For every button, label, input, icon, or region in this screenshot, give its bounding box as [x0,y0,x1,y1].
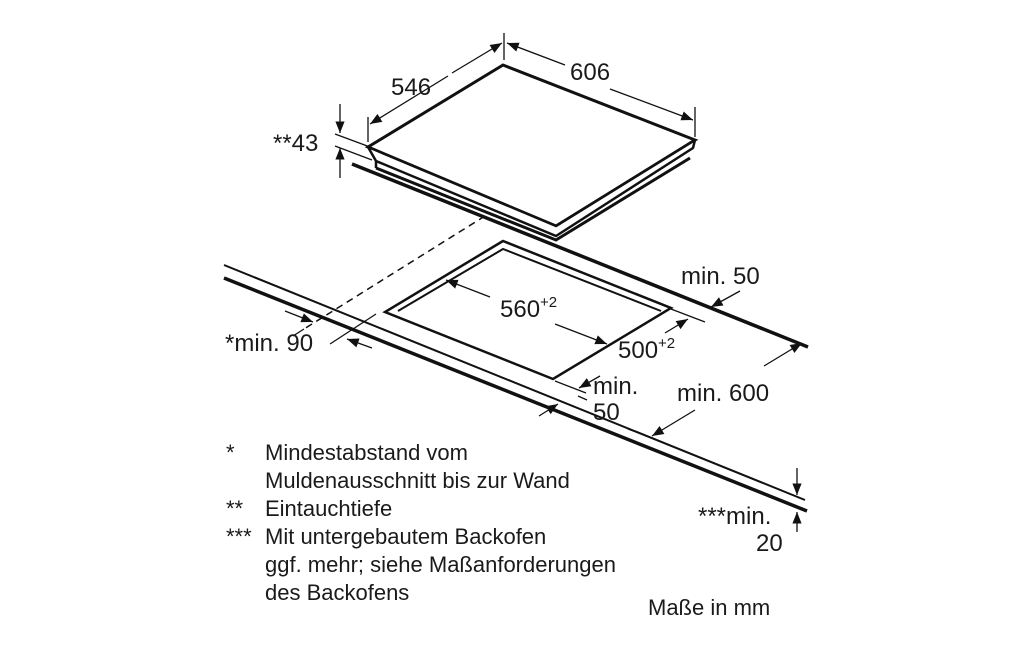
label-rear-clearance: min. 50 [681,263,760,290]
extension-line [334,133,371,148]
label-hob-depth: 546 [391,74,431,101]
worktop-front-bottom-edge [223,276,808,513]
dim-560-arrow-left [445,279,491,298]
label-worktop-thickness-1: ***min. [698,503,771,530]
footnote-marker: *** [226,524,252,549]
dim-500-arrow-back [664,318,689,334]
label-cutout-width: 560+2 [500,294,557,323]
worktop [223,162,809,513]
dim-600-arrow-front [651,409,696,437]
hob [364,63,699,242]
label-insertion-depth: **43 [273,130,318,157]
footnote-text: Muldenausschnitt bis zur Wand [265,468,570,493]
units-note: Maße in mm [648,595,770,620]
dim-606-arrow-left [506,42,566,66]
wall-reference-dashed-line [303,215,486,330]
wall-distance-arrow-right [346,338,373,349]
front-clearance-arrow [538,403,559,417]
label-hob-width: 606 [570,59,610,86]
label-cutout-depth: 500+2 [618,335,675,364]
rear-clearance-arrow [710,290,741,308]
label-worktop-depth: min. 600 [677,380,769,407]
dim-546-arrow-front [369,75,449,125]
cutout [382,239,674,381]
footnote-text: des Backofens [265,580,409,605]
footnote-text: ggf. mehr; siehe Maßanforderungen [265,552,616,577]
label-wall-distance: *min. 90 [225,330,313,357]
wall-distance-arrow-left [284,310,314,323]
cutout-outer-edge [382,239,674,381]
cutout-width-tolerance: +2 [540,294,557,311]
dim-560-arrow-right [554,323,608,345]
footnote-text: Mindestabstand vom [265,440,468,465]
worktop-rear-edge [351,162,809,349]
label-front-clearance-2: 50 [593,399,620,426]
cutout-inner-edge [397,247,662,312]
footnote-marker: ** [226,496,244,521]
extension-line [627,428,656,440]
dimension-lines [284,33,803,532]
dimension-labels: 546 606 **43 560+2 500+2 min. 50 *min. 9… [225,59,783,557]
worktop-front-top-edge [223,264,806,501]
dim-600-arrow-back [763,342,803,367]
label-front-clearance-1: min. [593,373,638,400]
dim-546-arrow-back [451,42,503,74]
cutout-depth-tolerance: +2 [658,335,675,352]
extension-line [292,328,305,337]
label-worktop-thickness-2: 20 [756,530,783,557]
hob-bottom-edge [375,156,691,242]
footnote-marker: * [226,440,235,465]
extension-line [554,380,587,394]
dim-500-arrow-front [578,375,601,389]
footnote-text: Eintauchtiefe [265,496,392,521]
extension-line [329,313,377,345]
footnote-text: Mit untergebautem Backofen [265,524,546,549]
dim-606-arrow-right [609,88,694,121]
cutout-depth-value: 500 [618,337,658,364]
footnotes: * Mindestabstand vom Muldenausschnitt bi… [226,440,770,620]
extension-line [577,395,588,401]
extension-line [670,308,706,323]
cutout-width-value: 560 [500,296,540,323]
